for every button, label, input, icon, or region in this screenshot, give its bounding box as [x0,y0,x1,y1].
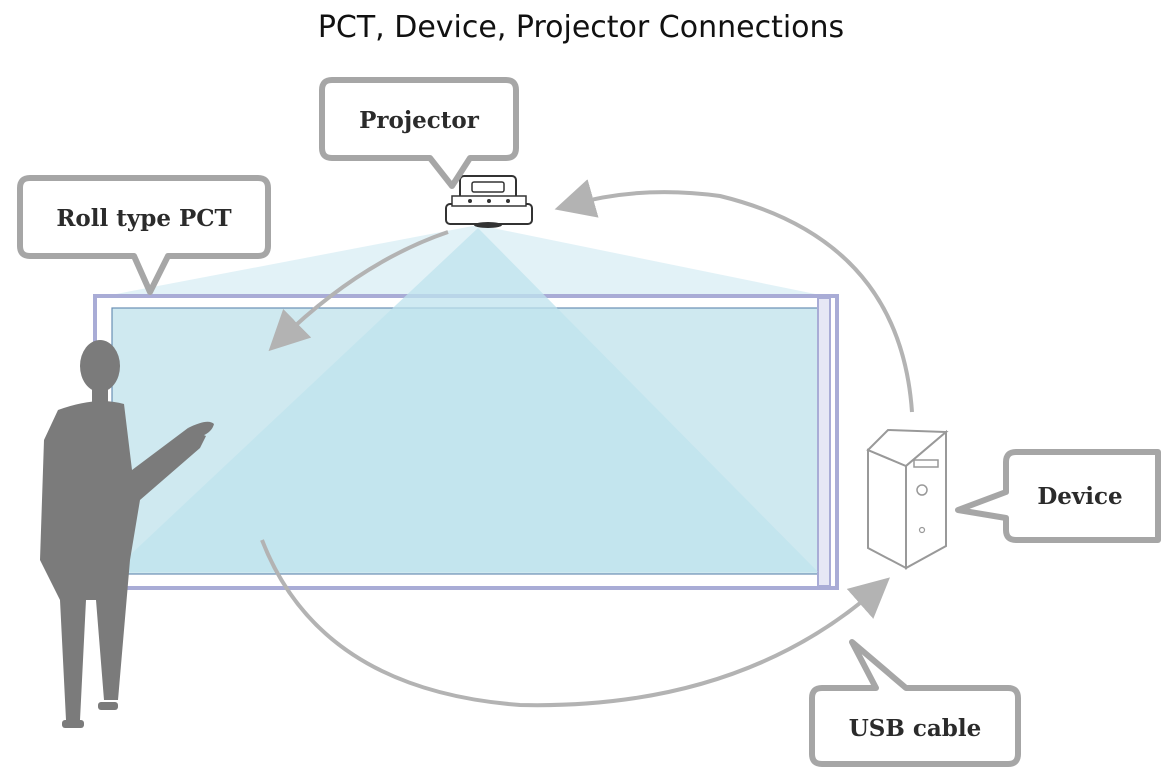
usb-cable-arrow [260,539,890,708]
projector-icon [445,175,533,228]
usb-label: USB cable [849,715,981,742]
callout-pct: Roll type PCT [17,175,271,295]
pct-label: Roll type PCT [56,205,231,232]
callout-usb-cable: USB cable [809,639,1021,767]
callout-projector: Projector [319,77,519,189]
projector-to-screen-arrow [268,230,449,352]
presenter-silhouette [40,340,214,728]
device-icon [866,428,949,570]
screen-side-bar [817,297,831,587]
callout-device: Device [955,449,1161,543]
roll-screen [93,228,839,590]
projector-label: Projector [359,107,480,134]
page-title: PCT, Device, Projector Connections [317,10,845,45]
device-to-projector-arrow [554,179,914,413]
device-label: Device [1037,483,1122,510]
projection-beam-core [112,228,818,572]
